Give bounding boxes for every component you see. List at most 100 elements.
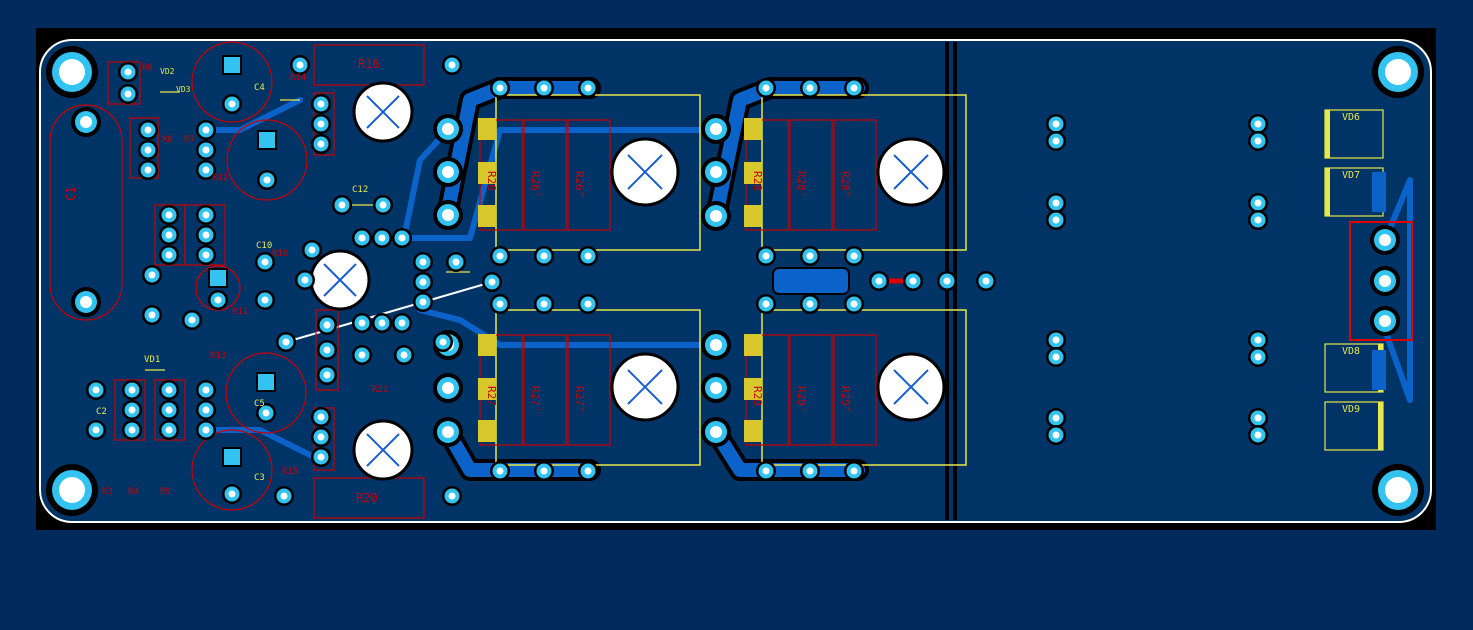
pad-drill bbox=[378, 319, 386, 327]
pad-drill bbox=[762, 252, 770, 260]
pad-drill bbox=[202, 251, 210, 259]
pad-drill bbox=[124, 90, 132, 98]
pad-drill bbox=[398, 234, 406, 242]
pad-drill bbox=[80, 296, 92, 308]
label-vd2: VD2 bbox=[160, 67, 175, 76]
pad-drill bbox=[1254, 120, 1262, 128]
label-r27pp: R27" bbox=[573, 386, 586, 413]
pad-drill bbox=[1052, 414, 1060, 422]
pad-drill bbox=[1052, 216, 1060, 224]
label-r12: R12 bbox=[212, 173, 228, 183]
pad-drill bbox=[806, 252, 814, 260]
label-c4: C4 bbox=[254, 83, 265, 93]
pad-drill bbox=[128, 406, 136, 414]
pad-drill bbox=[540, 467, 548, 475]
pad-drill bbox=[496, 252, 504, 260]
pad-drill bbox=[442, 209, 454, 221]
pad-drill bbox=[1379, 275, 1391, 287]
pad-drill bbox=[1052, 120, 1060, 128]
pad-drill bbox=[850, 252, 858, 260]
pad-drill bbox=[496, 84, 504, 92]
pad-drill bbox=[317, 413, 325, 421]
pad-drill bbox=[338, 201, 346, 209]
pad-drill bbox=[214, 296, 222, 304]
pad-drill bbox=[850, 467, 858, 475]
label-r10: R10 bbox=[272, 249, 288, 259]
pad-drill bbox=[1052, 431, 1060, 439]
pad-drill bbox=[442, 166, 454, 178]
pad-drill bbox=[188, 316, 196, 324]
pad-drill bbox=[806, 84, 814, 92]
pad-drill bbox=[301, 276, 309, 284]
label-r6: R6 bbox=[142, 63, 153, 73]
pad-drill bbox=[1379, 315, 1391, 327]
pad-drill bbox=[379, 201, 387, 209]
pad-drill bbox=[875, 277, 883, 285]
pad-drill bbox=[584, 84, 592, 92]
pad-drill bbox=[261, 258, 269, 266]
pad-drill bbox=[439, 338, 447, 346]
pad-drill bbox=[1254, 414, 1262, 422]
pad-drill bbox=[584, 467, 592, 475]
pad-drill bbox=[442, 426, 454, 438]
label-c10: C10 bbox=[256, 241, 272, 251]
label-c1: C1 bbox=[64, 187, 78, 201]
pad-drill bbox=[806, 300, 814, 308]
pad-drill bbox=[762, 84, 770, 92]
label-vd8: VD8 bbox=[1342, 346, 1360, 357]
pad-drill bbox=[165, 211, 173, 219]
pad-drill bbox=[378, 234, 386, 242]
label-r26pp: R26" bbox=[573, 171, 586, 198]
pad-drill bbox=[128, 386, 136, 394]
label-r28: R28 bbox=[751, 171, 764, 191]
label-r13: R13 bbox=[210, 351, 226, 361]
pad-drill bbox=[261, 296, 269, 304]
pad-drill bbox=[262, 409, 270, 417]
label-r7: R7 bbox=[184, 135, 195, 145]
pad-drill bbox=[165, 406, 173, 414]
pad-drill bbox=[144, 146, 152, 154]
pad-drill bbox=[202, 386, 210, 394]
pad-drill bbox=[584, 300, 592, 308]
pad-drill bbox=[850, 84, 858, 92]
pad-drill bbox=[323, 321, 331, 329]
label-r26p: R26' bbox=[529, 171, 542, 198]
pad-drill bbox=[165, 386, 173, 394]
pad-drill bbox=[202, 126, 210, 134]
label-c12: C12 bbox=[352, 185, 368, 195]
smd-pads bbox=[478, 118, 762, 442]
board bbox=[39, 39, 1432, 523]
pad-drill bbox=[317, 140, 325, 148]
pad-drill bbox=[358, 319, 366, 327]
pad-drill bbox=[982, 277, 990, 285]
pad-drill bbox=[909, 277, 917, 285]
pad-drill bbox=[165, 251, 173, 259]
pad-drill bbox=[1254, 431, 1262, 439]
pad-drill bbox=[710, 166, 722, 178]
pad-drill bbox=[448, 61, 456, 69]
pad-drill bbox=[92, 386, 100, 394]
pad-drill bbox=[202, 426, 210, 434]
pad-drill bbox=[488, 278, 496, 286]
pad-drill bbox=[323, 346, 331, 354]
label-r15: R15 bbox=[282, 467, 298, 477]
pad-drill bbox=[398, 319, 406, 327]
pad-drill bbox=[1254, 199, 1262, 207]
label-r3: R3 bbox=[102, 487, 113, 497]
pad-drill bbox=[850, 300, 858, 308]
pad-drill bbox=[496, 467, 504, 475]
pad-drill bbox=[228, 100, 236, 108]
pad-drill bbox=[202, 166, 210, 174]
pad-drill bbox=[442, 382, 454, 394]
pad-drill bbox=[148, 271, 156, 279]
mounting-holes bbox=[46, 46, 1424, 516]
pad-drill bbox=[943, 277, 951, 285]
pad-drill bbox=[80, 116, 92, 128]
pad-drill bbox=[419, 258, 427, 266]
pad-drill bbox=[710, 382, 722, 394]
pad-drill bbox=[144, 126, 152, 134]
mount-crosses bbox=[323, 95, 929, 467]
silk-labels: R16 R20 C1 C4 C5 C3 R3 R4 R9 R6 R7 R8 R1… bbox=[64, 57, 1360, 505]
label-vd3: VD3 bbox=[176, 85, 191, 94]
